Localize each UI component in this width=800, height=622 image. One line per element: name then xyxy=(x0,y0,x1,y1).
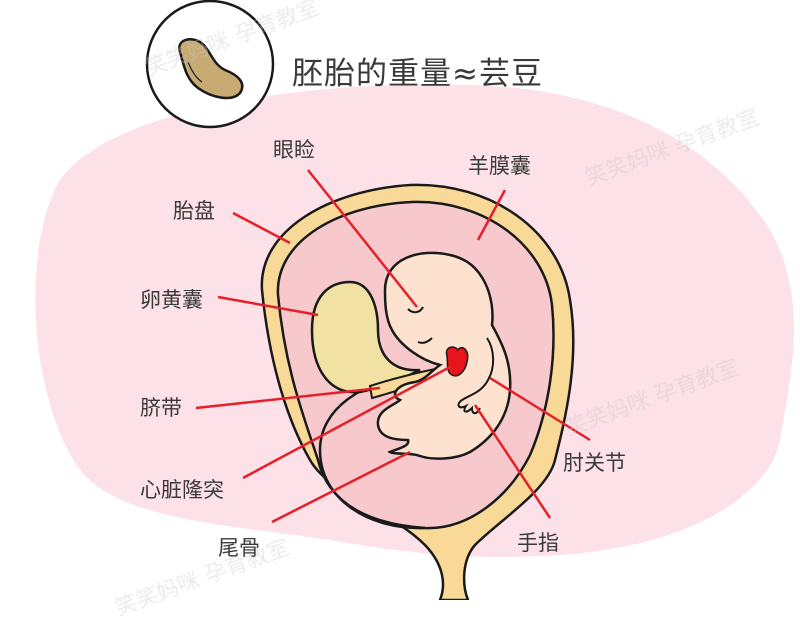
label-amniotic-sac: 羊膜囊 xyxy=(468,154,531,178)
label-eyelid: 眼睑 xyxy=(273,138,315,162)
yolk-sac-shape xyxy=(310,280,421,394)
pointer-lines xyxy=(195,169,591,524)
arm-shape xyxy=(457,337,495,415)
label-fingers: 手指 xyxy=(517,531,559,555)
heart-bulge-shape xyxy=(445,346,469,377)
label-elbow-joint: 肘关节 xyxy=(563,451,626,475)
page-title: 胚胎的重量≈芸豆 xyxy=(292,56,543,92)
label-heart-bulge: 心脏隆突 xyxy=(140,478,224,502)
label-tailbone: 尾骨 xyxy=(218,536,260,560)
embryo-illustration xyxy=(35,0,794,600)
eyelid-mark xyxy=(407,306,424,314)
mouth-mark xyxy=(417,337,433,344)
label-placenta: 胎盘 xyxy=(173,199,215,223)
label-umbilical-cord: 脐带 xyxy=(140,396,182,420)
label-yolk-sac: 卵黄囊 xyxy=(140,288,203,312)
kidney-bean-icon xyxy=(178,38,244,100)
